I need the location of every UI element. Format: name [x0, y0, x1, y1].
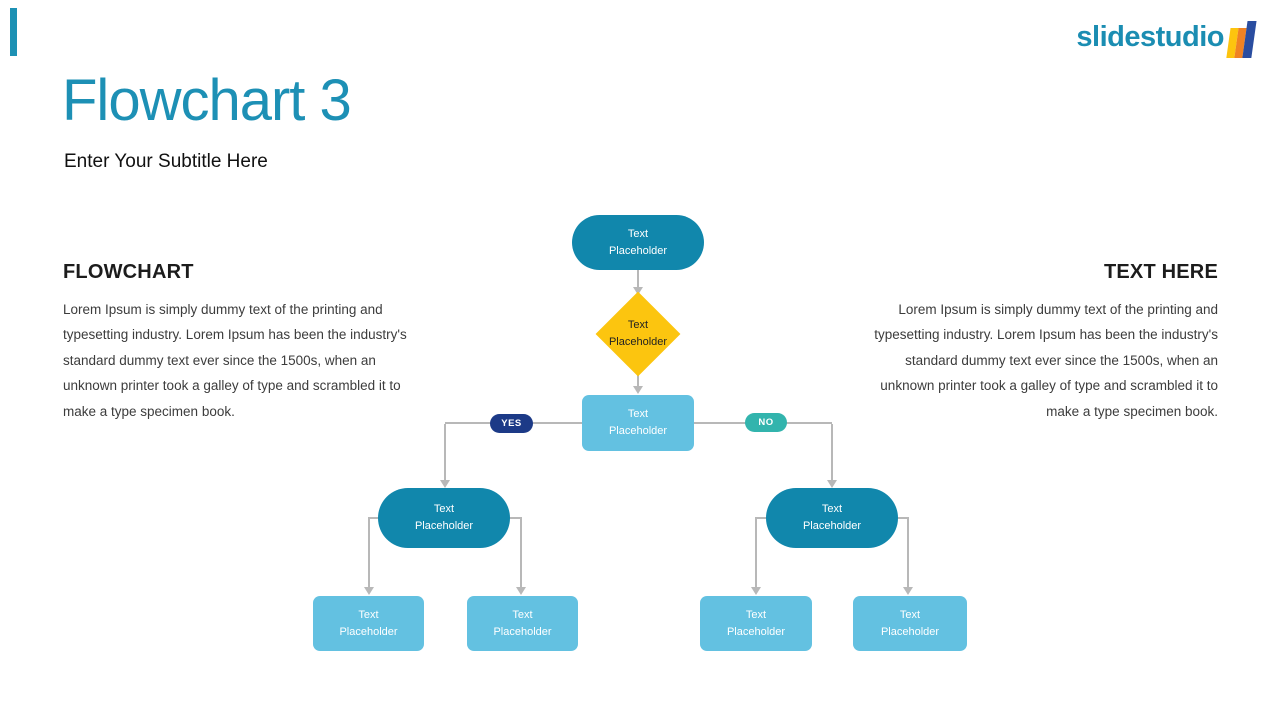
flowchart-node-outcome-2: Text Placeholder [467, 596, 578, 651]
logo: slidestudio [1076, 20, 1257, 58]
node-outcome-2-label: Text Placeholder [493, 608, 552, 638]
page-title: Flowchart 3 [62, 68, 352, 133]
arrowhead-outcome3 [751, 587, 761, 595]
node-decision-label-wrap: Text Placeholder [588, 296, 688, 372]
node-decision-label: Text Placeholder [608, 319, 668, 348]
node-outcome-4-label: Text Placeholder [880, 608, 940, 638]
node-no-branch-label: Text Placeholder [802, 503, 862, 532]
flowchart-node-no-branch: Text Placeholder [766, 488, 898, 548]
page-subtitle: Enter Your Subtitle Here [64, 151, 268, 172]
logo-bars-icon [1226, 20, 1257, 58]
node-process-label: Text Placeholder [608, 408, 668, 437]
connector-yes-vertical [444, 424, 446, 480]
left-block-body: Lorem Ipsum is simply dummy text of the … [63, 302, 407, 419]
flowchart-node-yes-branch: Text Placeholder [378, 488, 510, 548]
no-badge: NO [745, 413, 787, 432]
flowchart-node-process: Text Placeholder [582, 395, 694, 451]
right-text-block: TEXT HERE Lorem Ipsum is simply dummy te… [860, 261, 1218, 424]
flowchart-node-start: Text Placeholder [572, 215, 704, 270]
flowchart-node-decision: Text Placeholder [588, 291, 688, 377]
connector-outcome2-stub [508, 517, 521, 519]
flowchart-node-outcome-1: Text Placeholder [313, 596, 424, 651]
arrowhead-outcome2 [516, 587, 526, 595]
yes-badge: YES [490, 414, 533, 433]
connector-outcome1-vertical [368, 517, 370, 587]
logo-text: slidestudio [1076, 21, 1224, 53]
connector-outcome4-vertical [907, 517, 909, 587]
right-block-heading: TEXT HERE [1103, 261, 1218, 283]
arrowhead-decision-process [633, 386, 643, 394]
arrowhead-start-decision [633, 287, 643, 295]
connector-decision-process [637, 374, 639, 386]
node-start-label: Text Placeholder [608, 227, 668, 257]
connector-outcome1-stub [369, 517, 382, 519]
flowchart-node-outcome-4: Text Placeholder [853, 596, 967, 651]
connector-outcome2-vertical [520, 517, 522, 587]
right-block-body: Lorem Ipsum is simply dummy text of the … [874, 302, 1218, 419]
connector-start-decision [637, 270, 639, 288]
connector-outcome4-stub [895, 517, 909, 519]
connector-outcome3-stub [756, 517, 769, 519]
arrowhead-outcome1 [364, 587, 374, 595]
logo-bar-blue [1242, 21, 1257, 58]
node-yes-branch-label: Text Placeholder [414, 503, 474, 532]
arrowhead-no-branch [827, 480, 837, 488]
node-outcome-1-label: Text Placeholder [339, 608, 398, 638]
left-text-block: FLOWCHART Lorem Ipsum is simply dummy te… [63, 261, 421, 424]
connector-no-vertical [831, 424, 833, 480]
node-outcome-3-label: Text Placeholder [726, 608, 786, 638]
accent-bar [10, 8, 17, 56]
arrowhead-outcome4 [903, 587, 913, 595]
flowchart-node-outcome-3: Text Placeholder [700, 596, 812, 651]
left-block-heading: FLOWCHART [63, 261, 194, 283]
arrowhead-yes-branch [440, 480, 450, 488]
connector-outcome3-vertical [755, 517, 757, 587]
